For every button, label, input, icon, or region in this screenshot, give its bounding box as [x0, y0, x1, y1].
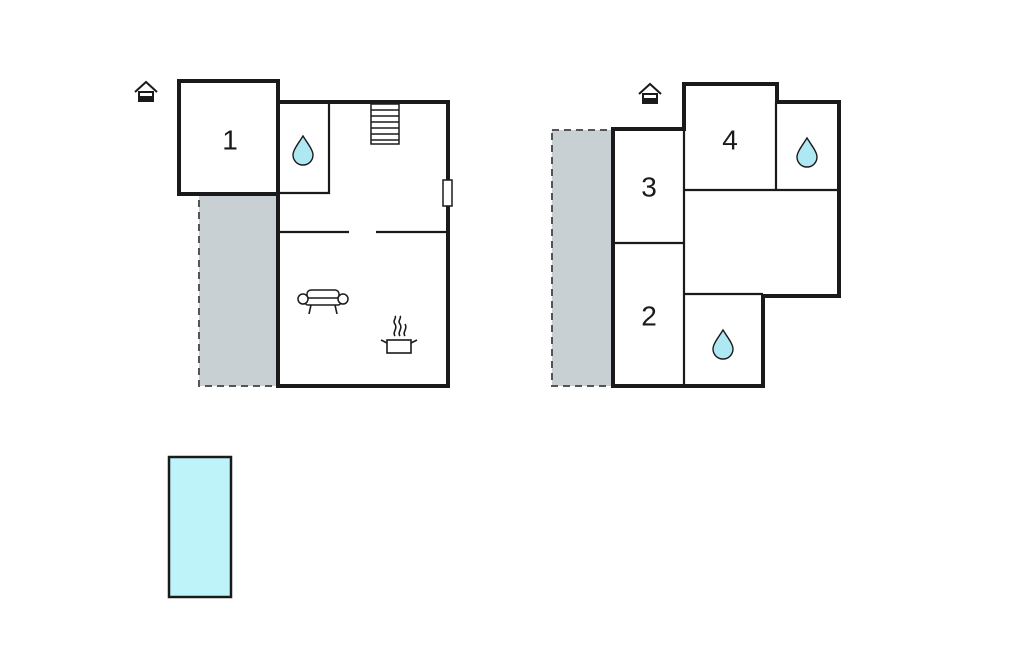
ground-terrace: [198, 194, 279, 387]
pool-icon: [167, 455, 233, 599]
window-icon: [442, 179, 453, 207]
upper-floor: 2 3 4: [551, 82, 841, 388]
entrance-icon: [134, 80, 158, 102]
ground-bathroom-walls: [278, 102, 331, 195]
bathroom-drop-icon: [712, 328, 734, 360]
room-1-label: 1: [222, 124, 238, 155]
stairs-icon: [370, 103, 400, 145]
bathroom-drop-icon: [292, 134, 314, 166]
ground-floor: 1: [134, 79, 453, 388]
sofa-icon: [297, 289, 349, 315]
room-4-label: 4: [722, 124, 738, 155]
upper-terrace: [551, 129, 614, 387]
bathroom-drop-icon: [796, 136, 818, 168]
kitchen-pot-icon: [380, 315, 418, 354]
ground-main-walls: [276, 100, 450, 388]
room-3-label: 3: [641, 171, 657, 202]
upper-outer-walls: [611, 82, 841, 388]
entrance-icon: [638, 82, 662, 104]
room-2-label: 2: [641, 300, 657, 331]
